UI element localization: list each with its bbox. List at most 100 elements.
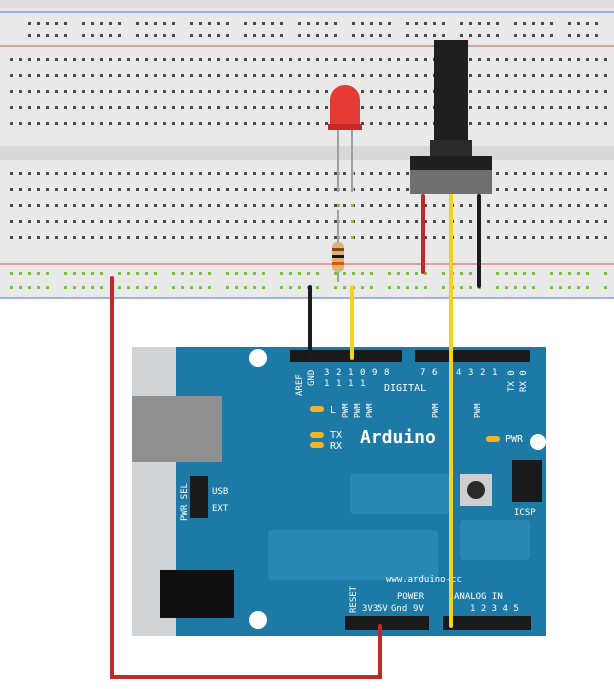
breadboard-hole (487, 58, 490, 61)
breadboard-hole (316, 188, 319, 191)
breadboard-hole (415, 34, 418, 37)
breadboard-hole (442, 34, 445, 37)
breadboard-hole (280, 122, 283, 125)
breadboard-hole (154, 106, 157, 109)
gnd-label: GND (307, 370, 317, 386)
breadboard-hole (397, 106, 400, 109)
breadboard-hole (316, 122, 319, 125)
breadboard-hole (442, 220, 445, 223)
breadboard-hole (388, 122, 391, 125)
gnd2-label: Gnd (391, 604, 407, 614)
breadboard-hole (208, 272, 211, 275)
breadboard-hole (487, 106, 490, 109)
breadboard-hole (208, 286, 211, 289)
breadboard-hole (109, 236, 112, 239)
breadboard-hole (82, 22, 85, 25)
breadboard-hole (271, 34, 274, 37)
breadboard-hole (351, 236, 354, 239)
breadboard-hole (91, 220, 94, 223)
breadboard-hole (379, 34, 382, 37)
breadboard-hole (370, 220, 373, 223)
aref-label: AREF (295, 374, 305, 396)
breadboard-hole (514, 188, 517, 191)
pin-number-label: 4 (456, 368, 461, 378)
breadboard-hole (433, 204, 436, 207)
breadboard-hole (91, 22, 94, 25)
breadboard-hole (190, 22, 193, 25)
ext-label: EXT (212, 504, 229, 514)
breadboard-hole (388, 22, 391, 25)
breadboard-hole (181, 220, 184, 223)
breadboard-hole (208, 22, 211, 25)
breadboard-hole (145, 204, 148, 207)
breadboard-hole (406, 58, 409, 61)
breadboard-hole (586, 236, 589, 239)
breadboard-hole (361, 90, 364, 93)
breadboard-hole (559, 58, 562, 61)
breadboard-hole (298, 106, 301, 109)
breadboard-hole (208, 90, 211, 93)
breadboard-hole (523, 220, 526, 223)
breadboard-hole (37, 58, 40, 61)
breadboard-hole (577, 74, 580, 77)
breadboard-hole (523, 272, 526, 275)
breadboard-hole (469, 204, 472, 207)
breadboard-hole (415, 204, 418, 207)
breadboard-hole (577, 236, 580, 239)
breadboard-hole (73, 286, 76, 289)
breadboard-hole (337, 204, 340, 207)
breadboard-hole (361, 172, 364, 175)
breadboard-hole (370, 122, 373, 125)
breadboard-hole (154, 172, 157, 175)
breadboard-hole (136, 286, 139, 289)
pwr-sel-label: PWR SEL (180, 483, 190, 521)
breadboard-hole (298, 286, 301, 289)
breadboard-hole (217, 34, 220, 37)
breadboard-hole (334, 286, 337, 289)
breadboard-hole (280, 172, 283, 175)
breadboard-hole (541, 236, 544, 239)
breadboard-hole (604, 74, 607, 77)
breadboard-hole (118, 220, 121, 223)
breadboard-hole (145, 122, 148, 125)
breadboard-hole (253, 188, 256, 191)
pwm-label: PWM (431, 403, 440, 418)
breadboard-hole (190, 236, 193, 239)
breadboard-hole (82, 272, 85, 275)
breadboard-hole (64, 22, 67, 25)
breadboard-hole (289, 58, 292, 61)
breadboard-hole (559, 204, 562, 207)
breadboard-hole (55, 90, 58, 93)
breadboard-hole (478, 58, 481, 61)
breadboard-hole (460, 272, 463, 275)
breadboard-hole (325, 74, 328, 77)
breadboard-hole (10, 236, 13, 239)
breadboard-hole (55, 188, 58, 191)
breadboard-hole (532, 188, 535, 191)
breadboard-hole (361, 58, 364, 61)
breadboard-hole (271, 236, 274, 239)
breadboard-hole (208, 236, 211, 239)
breadboard-hole (217, 220, 220, 223)
breadboard-hole (28, 74, 31, 77)
breadboard-hole (415, 106, 418, 109)
breadboard-hole (415, 236, 418, 239)
breadboard-hole (226, 286, 229, 289)
breadboard-hole (154, 90, 157, 93)
breadboard-hole (262, 272, 265, 275)
breadboard-hole (361, 286, 364, 289)
wire-5v-red (110, 276, 382, 679)
breadboard-hole (388, 286, 391, 289)
breadboard-hole (190, 106, 193, 109)
breadboard-hole (505, 58, 508, 61)
breadboard-hole (460, 204, 463, 207)
breadboard-hole (136, 236, 139, 239)
breadboard-hole (163, 90, 166, 93)
breadboard-hole (568, 188, 571, 191)
breadboard-hole (172, 90, 175, 93)
pin-number-label-row2: 1 (348, 379, 353, 389)
breadboard-hole (433, 34, 436, 37)
breadboard-hole (82, 286, 85, 289)
breadboard-hole (469, 90, 472, 93)
breadboard-hole (325, 172, 328, 175)
